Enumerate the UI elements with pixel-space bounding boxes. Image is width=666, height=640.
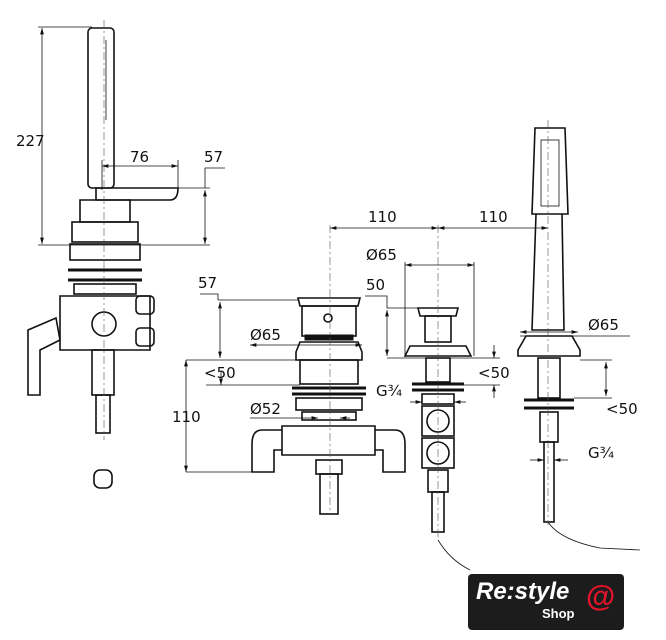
dim-mixer-diameter: Ø65 <box>250 326 281 344</box>
dim-valve-height: 50 <box>366 276 385 294</box>
dim-shower-diameter: Ø65 <box>588 316 619 334</box>
dim-shower-deck: <50 <box>606 400 638 418</box>
shower-dimensions <box>520 330 630 462</box>
logo-cart-at-icon: @ <box>586 580 616 613</box>
thermostatic-mixer <box>251 225 406 515</box>
dim-valve-thread: G¾ <box>376 382 403 400</box>
dim-57-left: 57 <box>204 148 223 166</box>
logo-sub-text: Shop <box>542 606 575 621</box>
left-dimensions <box>38 26 225 246</box>
mixer-dimensions <box>184 293 362 473</box>
dim-110-a: 110 <box>368 208 397 226</box>
logo-main-text: Re:style <box>476 578 570 605</box>
dim-110-height: 110 <box>172 408 201 426</box>
dim-52: Ø52 <box>250 400 281 418</box>
restyle-shop-logo: Re:style Shop @ <box>468 574 624 630</box>
dim-valve-deck: <50 <box>478 364 510 382</box>
diverter-valve <box>403 225 473 540</box>
valve-dimensions <box>330 226 548 404</box>
dim-227: 227 <box>16 132 45 150</box>
dim-valve-diameter: Ø65 <box>366 246 397 264</box>
dim-76: 76 <box>130 148 149 166</box>
dim-110-b: 110 <box>479 208 508 226</box>
dim-mixer-deck: <50 <box>204 364 236 382</box>
dim-shower-thread: G¾ <box>588 444 615 462</box>
left-mixer-side-view <box>27 20 179 489</box>
dim-57-mixer: 57 <box>198 274 217 292</box>
hand-shower <box>437 120 641 571</box>
